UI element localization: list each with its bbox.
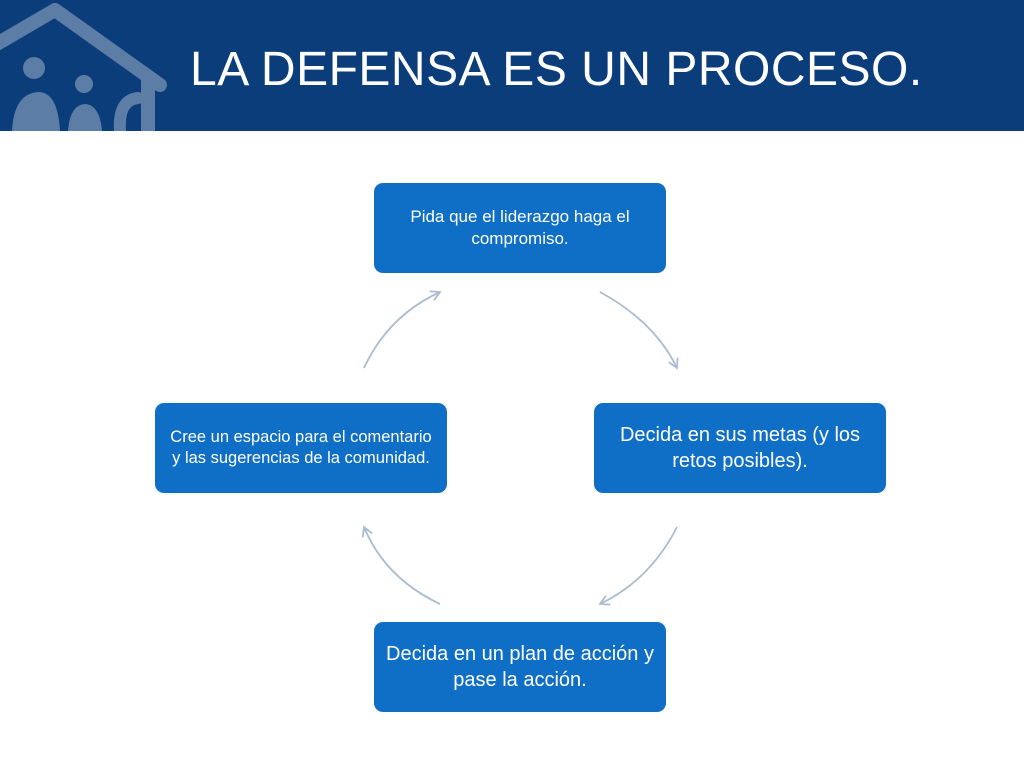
step-label: Pida que el liderazgo haga el compromiso…: [410, 206, 630, 248]
step-decide-goals: Decida en sus metas (y los retos posible…: [594, 403, 886, 493]
step-leadership-commitment: Pida que el liderazgo haga el compromiso…: [374, 183, 666, 273]
arrow-left-to-top: [363, 290, 442, 369]
step-label: Decida en un plan de acción y pase la ac…: [386, 643, 654, 691]
step-action-plan: Decida en un plan de acción y pase la ac…: [374, 622, 666, 712]
arrow-right-to-bottom: [598, 526, 678, 606]
slide-title: LA DEFENSA ES UN PROCESO.: [190, 43, 923, 96]
step-label: Decida en sus metas (y los retos posible…: [619, 424, 861, 472]
house-people-logo-icon: [0, 3, 167, 131]
step-label: Cree un espacio para el comentario y las…: [170, 427, 432, 467]
step-community-feedback: Cree un espacio para el comentario y las…: [155, 403, 447, 493]
title-banner: LA DEFENSA ES UN PROCESO.: [0, 0, 1024, 131]
arrow-top-to-right: [599, 291, 679, 370]
arrow-bottom-to-left: [361, 525, 441, 605]
